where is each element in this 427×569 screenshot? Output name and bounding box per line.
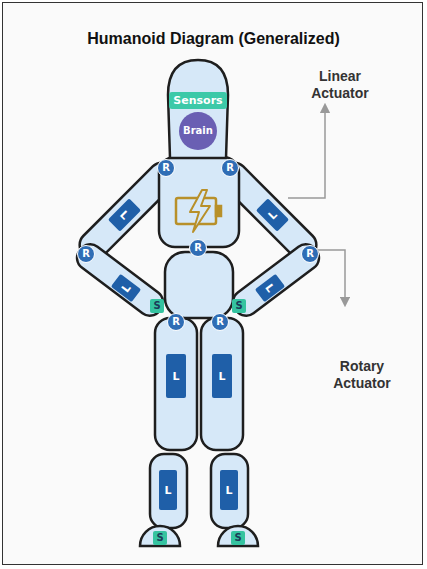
node-text: L — [263, 282, 276, 294]
brain-circle: Brain — [179, 112, 217, 150]
node-text: R — [82, 249, 90, 259]
leader-line — [288, 108, 325, 198]
callout-label: Rotary Actuator — [317, 358, 407, 392]
rotary-joint: R — [301, 245, 319, 263]
node-text: S — [156, 533, 163, 543]
rotary-joint: R — [167, 313, 185, 331]
linear-actuator: L — [220, 470, 238, 510]
node-text: S — [153, 301, 160, 311]
callout-label: Linear Actuator — [295, 68, 385, 102]
node-text: Sensors — [173, 95, 222, 106]
sensor-box: Sensors — [169, 92, 227, 109]
node-text: L — [266, 209, 279, 222]
node-text: L — [225, 485, 232, 496]
node-text: R — [216, 317, 224, 327]
node-text: S — [235, 301, 242, 311]
rotary-joint: R — [189, 239, 207, 257]
sensor-square: S — [232, 299, 246, 313]
node-text: Brain — [183, 126, 213, 136]
node-text: L — [118, 209, 131, 222]
rotary-joint: R — [211, 313, 229, 331]
node-text: L — [119, 282, 132, 294]
rotary-joint: R — [157, 159, 175, 177]
node-text: R — [172, 317, 180, 327]
rotary-joint: R — [77, 245, 95, 263]
rotary-joint: R — [221, 159, 239, 177]
node-text: L — [218, 371, 225, 382]
sensor-square: S — [231, 531, 245, 545]
linear-actuator: L — [212, 354, 232, 398]
node-text: R — [226, 163, 234, 173]
node-text: R — [162, 163, 170, 173]
node-text: S — [234, 533, 241, 543]
node-text: R — [306, 249, 314, 259]
node-text: L — [164, 485, 171, 496]
linear-actuator: L — [166, 354, 186, 398]
node-text: R — [194, 243, 202, 253]
node-text: L — [172, 371, 179, 382]
linear-actuator: L — [159, 470, 177, 510]
sensor-square: S — [153, 531, 167, 545]
sensor-square: S — [150, 299, 164, 313]
diagram-title: Humanoid Diagram (Generalized) — [20, 30, 407, 48]
